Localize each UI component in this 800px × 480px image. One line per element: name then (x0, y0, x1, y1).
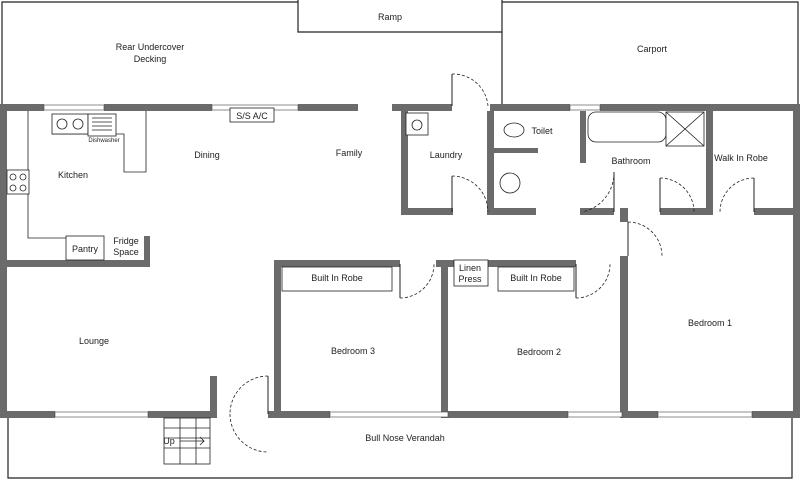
up-arrow-icon (180, 436, 205, 446)
basin (499, 172, 521, 194)
cooktop-burner (9, 184, 17, 192)
sink-bowl (72, 118, 84, 130)
window (329, 411, 449, 418)
built-in-robe-2-box (497, 266, 575, 292)
label-linen: Linen (459, 263, 481, 273)
kitchen-fixtures (6, 107, 275, 261)
label-kitchen: Kitchen (58, 170, 88, 180)
window (567, 411, 623, 418)
label-built-in-robe-2: Built In Robe (510, 273, 562, 283)
label-laundry: Laundry (430, 150, 463, 160)
sink-bowl (56, 118, 68, 130)
label-ramp: Ramp (378, 12, 402, 22)
entry-stairs (163, 417, 211, 465)
ramp-outline (297, 0, 503, 33)
cooktop-burner (9, 173, 17, 181)
walls (0, 104, 800, 418)
label-built-in-robe-3: Built In Robe (311, 273, 363, 283)
dishwasher (87, 113, 117, 137)
label-fridge: Fridge (113, 236, 139, 246)
label-carport: Carport (637, 44, 668, 54)
cooktop (6, 169, 30, 195)
label-bathroom: Bathroom (611, 156, 650, 166)
window (657, 411, 753, 418)
label-pantry: Pantry (72, 244, 99, 254)
bathtub (587, 111, 667, 143)
wet-area-fixtures (405, 111, 705, 194)
label-linen-press: Press (458, 274, 482, 284)
rear-decking-outline (1, 1, 298, 106)
label-stairs-up: Up (163, 436, 175, 446)
label-family: Family (336, 148, 363, 158)
kitchen-bench-edge (27, 111, 70, 239)
label-bedroom-1: Bedroom 1 (688, 318, 732, 328)
label-fridge-space: Space (113, 247, 139, 257)
carport-outline (502, 1, 799, 106)
label-rear-decking: Rear Undercover (116, 42, 185, 52)
pantry-box (65, 235, 105, 261)
aircon-unit (229, 107, 275, 123)
windows (43, 104, 753, 418)
label-rear-decking-2: Decking (134, 54, 167, 64)
cooktop-burner (19, 173, 27, 181)
label-walk-in-robe: Walk In Robe (714, 153, 768, 163)
cooktop-burner (19, 184, 27, 192)
label-bedroom-3: Bedroom 3 (331, 346, 375, 356)
label-dishwasher: Dishwasher (88, 138, 119, 144)
window (43, 104, 105, 111)
doors (229, 73, 755, 453)
room-labels: Ramp Rear Undercover Decking Carport S/S… (58, 12, 768, 446)
toilet-bowl (503, 122, 525, 138)
label-bedroom-2: Bedroom 2 (517, 347, 561, 357)
window (54, 411, 149, 418)
robes (281, 259, 575, 292)
label-verandah: Bull Nose Verandah (365, 433, 445, 443)
verandah-outline (7, 416, 793, 479)
label-lounge: Lounge (79, 336, 109, 346)
label-aircon: S/S A/C (236, 111, 268, 121)
linen-press-box (453, 259, 489, 287)
label-toilet: Toilet (531, 126, 553, 136)
label-dining: Dining (194, 150, 220, 160)
window (569, 104, 601, 111)
built-in-robe-3-box (281, 266, 393, 292)
